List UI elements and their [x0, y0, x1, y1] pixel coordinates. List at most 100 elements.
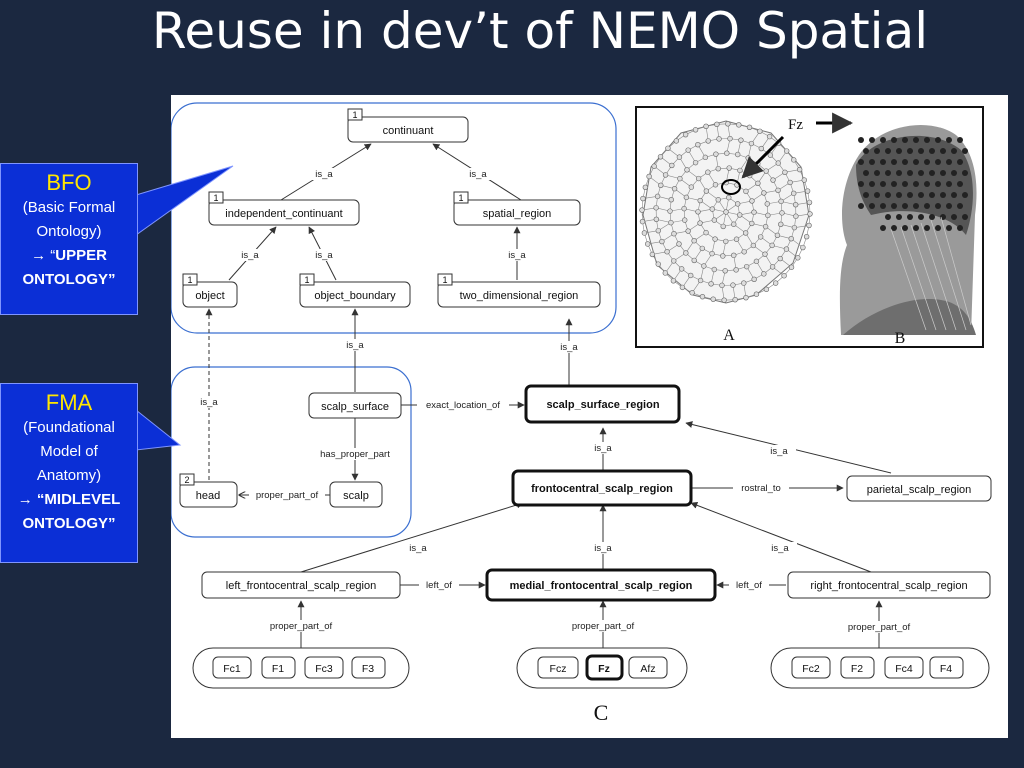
- node-scalp-box[interactable]: [329, 481, 383, 508]
- figure-label-a: A: [723, 327, 735, 344]
- net-electrode: [788, 264, 795, 270]
- net-electrode: [695, 209, 701, 215]
- fma-callout-title: FMA: [45, 390, 93, 415]
- electrode-fcz[interactable]: [537, 656, 579, 679]
- node-left-frontocentral-box[interactable]: [201, 571, 401, 599]
- net-electrode: [791, 157, 797, 163]
- electrode-f2[interactable]: [840, 656, 875, 679]
- badge-continuant: [347, 108, 363, 121]
- net-electrode: [685, 228, 691, 234]
- net-electrode: [705, 169, 711, 175]
- node-right-frontocentral-box[interactable]: [787, 571, 991, 599]
- node-scalp-surface-region-box[interactable]: [524, 384, 681, 424]
- cap-electrode: [924, 203, 930, 209]
- cap-electrode: [957, 203, 963, 209]
- net-electrode: [668, 219, 674, 226]
- net-electrode: [653, 216, 660, 223]
- badge-boundary-number: 1: [304, 275, 309, 285]
- cap-electrode: [913, 159, 919, 165]
- net-electrode: [751, 276, 757, 282]
- net-electrode: [688, 184, 695, 190]
- node-continuant-box[interactable]: [347, 116, 469, 143]
- net-electrode: [699, 245, 705, 252]
- net-electrode: [731, 252, 737, 259]
- label-left-of-1: left_of: [426, 580, 452, 591]
- net-electrode: [800, 244, 806, 251]
- cap-electrode: [913, 203, 919, 209]
- label-exact-location-of: exact_location_of: [426, 400, 500, 411]
- net-electrode: [743, 188, 749, 195]
- badge-spatial-number: 1: [458, 193, 463, 203]
- electrode-fc3[interactable]: [304, 656, 344, 679]
- node-independent-continuant-box[interactable]: [208, 199, 360, 226]
- electrode-fc2[interactable]: [791, 656, 831, 679]
- cap-electrode: [962, 170, 968, 176]
- net-electrode: [766, 133, 773, 140]
- net-electrode: [761, 190, 767, 196]
- label-has-proper-part: has_proper_part: [320, 449, 390, 460]
- electrode-afz[interactable]: [628, 656, 668, 679]
- net-electrode: [655, 227, 661, 234]
- node-head-box[interactable]: [179, 481, 238, 508]
- node-parietal-scalp-region-box[interactable]: [846, 475, 992, 502]
- cap-electrode: [891, 203, 897, 209]
- electrode-fc1[interactable]: [212, 656, 252, 679]
- net-electrode: [792, 201, 799, 208]
- bfo-group-outline: [170, 102, 617, 334]
- node-medial-frontocentral-box[interactable]: [485, 568, 717, 602]
- net-electrode: [775, 187, 781, 193]
- node-object-boundary-box[interactable]: [299, 281, 411, 308]
- node-two-dimensional-region-box[interactable]: [437, 281, 601, 308]
- net-electrode: [673, 138, 680, 144]
- net-electrode: [639, 207, 645, 213]
- net-electrode: [801, 177, 807, 183]
- node-scalp-surface: scalp_surface: [321, 401, 389, 413]
- cap-electrode: [935, 225, 941, 231]
- cap-electrode: [902, 137, 908, 143]
- net-electrode: [646, 173, 652, 180]
- net-electrode: [711, 266, 717, 273]
- net-electrode: [692, 159, 699, 166]
- node-spatial-region-box[interactable]: [453, 199, 581, 226]
- electrode-f1[interactable]: [261, 656, 296, 679]
- edge-right-to-fc: [690, 501, 872, 573]
- net-electrode: [642, 184, 649, 191]
- cap-electrode: [880, 203, 886, 209]
- label-rostral-to: rostral_to: [741, 483, 781, 494]
- net-electrode: [712, 182, 719, 188]
- electrode-f4[interactable]: [929, 656, 964, 679]
- net-electrode: [803, 233, 810, 240]
- net-electrode: [751, 209, 757, 215]
- fma-callout: FMA (Foundational Model of Anatomy) → “M…: [0, 383, 138, 563]
- bfo-upper: UPPER: [55, 247, 107, 264]
- net-electrode: [762, 223, 769, 230]
- badge-boundary: [299, 273, 315, 286]
- electrode-fc4[interactable]: [884, 656, 924, 679]
- cap-electrode: [951, 170, 957, 176]
- net-electrode: [722, 268, 728, 274]
- node-scalp-surface-box[interactable]: [308, 392, 402, 419]
- net-electrode: [734, 201, 741, 207]
- net-electrode: [679, 284, 686, 291]
- net-electrode: [761, 271, 767, 277]
- cap-electrode: [869, 181, 875, 187]
- net-electrode: [783, 246, 790, 252]
- net-electrode: [639, 218, 646, 225]
- node-frontocentral-scalp-region-box[interactable]: [511, 469, 693, 507]
- net-electrode: [669, 162, 675, 169]
- node-object-box[interactable]: [182, 281, 238, 308]
- electrode-f3[interactable]: [351, 656, 386, 679]
- net-electrode: [804, 188, 811, 194]
- cap-electrode: [962, 148, 968, 154]
- electrode-fc2-label: Fc2: [802, 663, 820, 675]
- net-electrode: [667, 208, 673, 214]
- net-electrode: [653, 205, 659, 211]
- cap-electrode: [935, 137, 941, 143]
- electrode-fz[interactable]: [585, 654, 624, 681]
- cap-electrode: [918, 192, 924, 198]
- cap-electrode: [880, 159, 886, 165]
- cap-electrode: [874, 148, 880, 154]
- net-electrode: [676, 241, 682, 247]
- net-electrode: [783, 148, 790, 154]
- net-electrode: [713, 151, 719, 157]
